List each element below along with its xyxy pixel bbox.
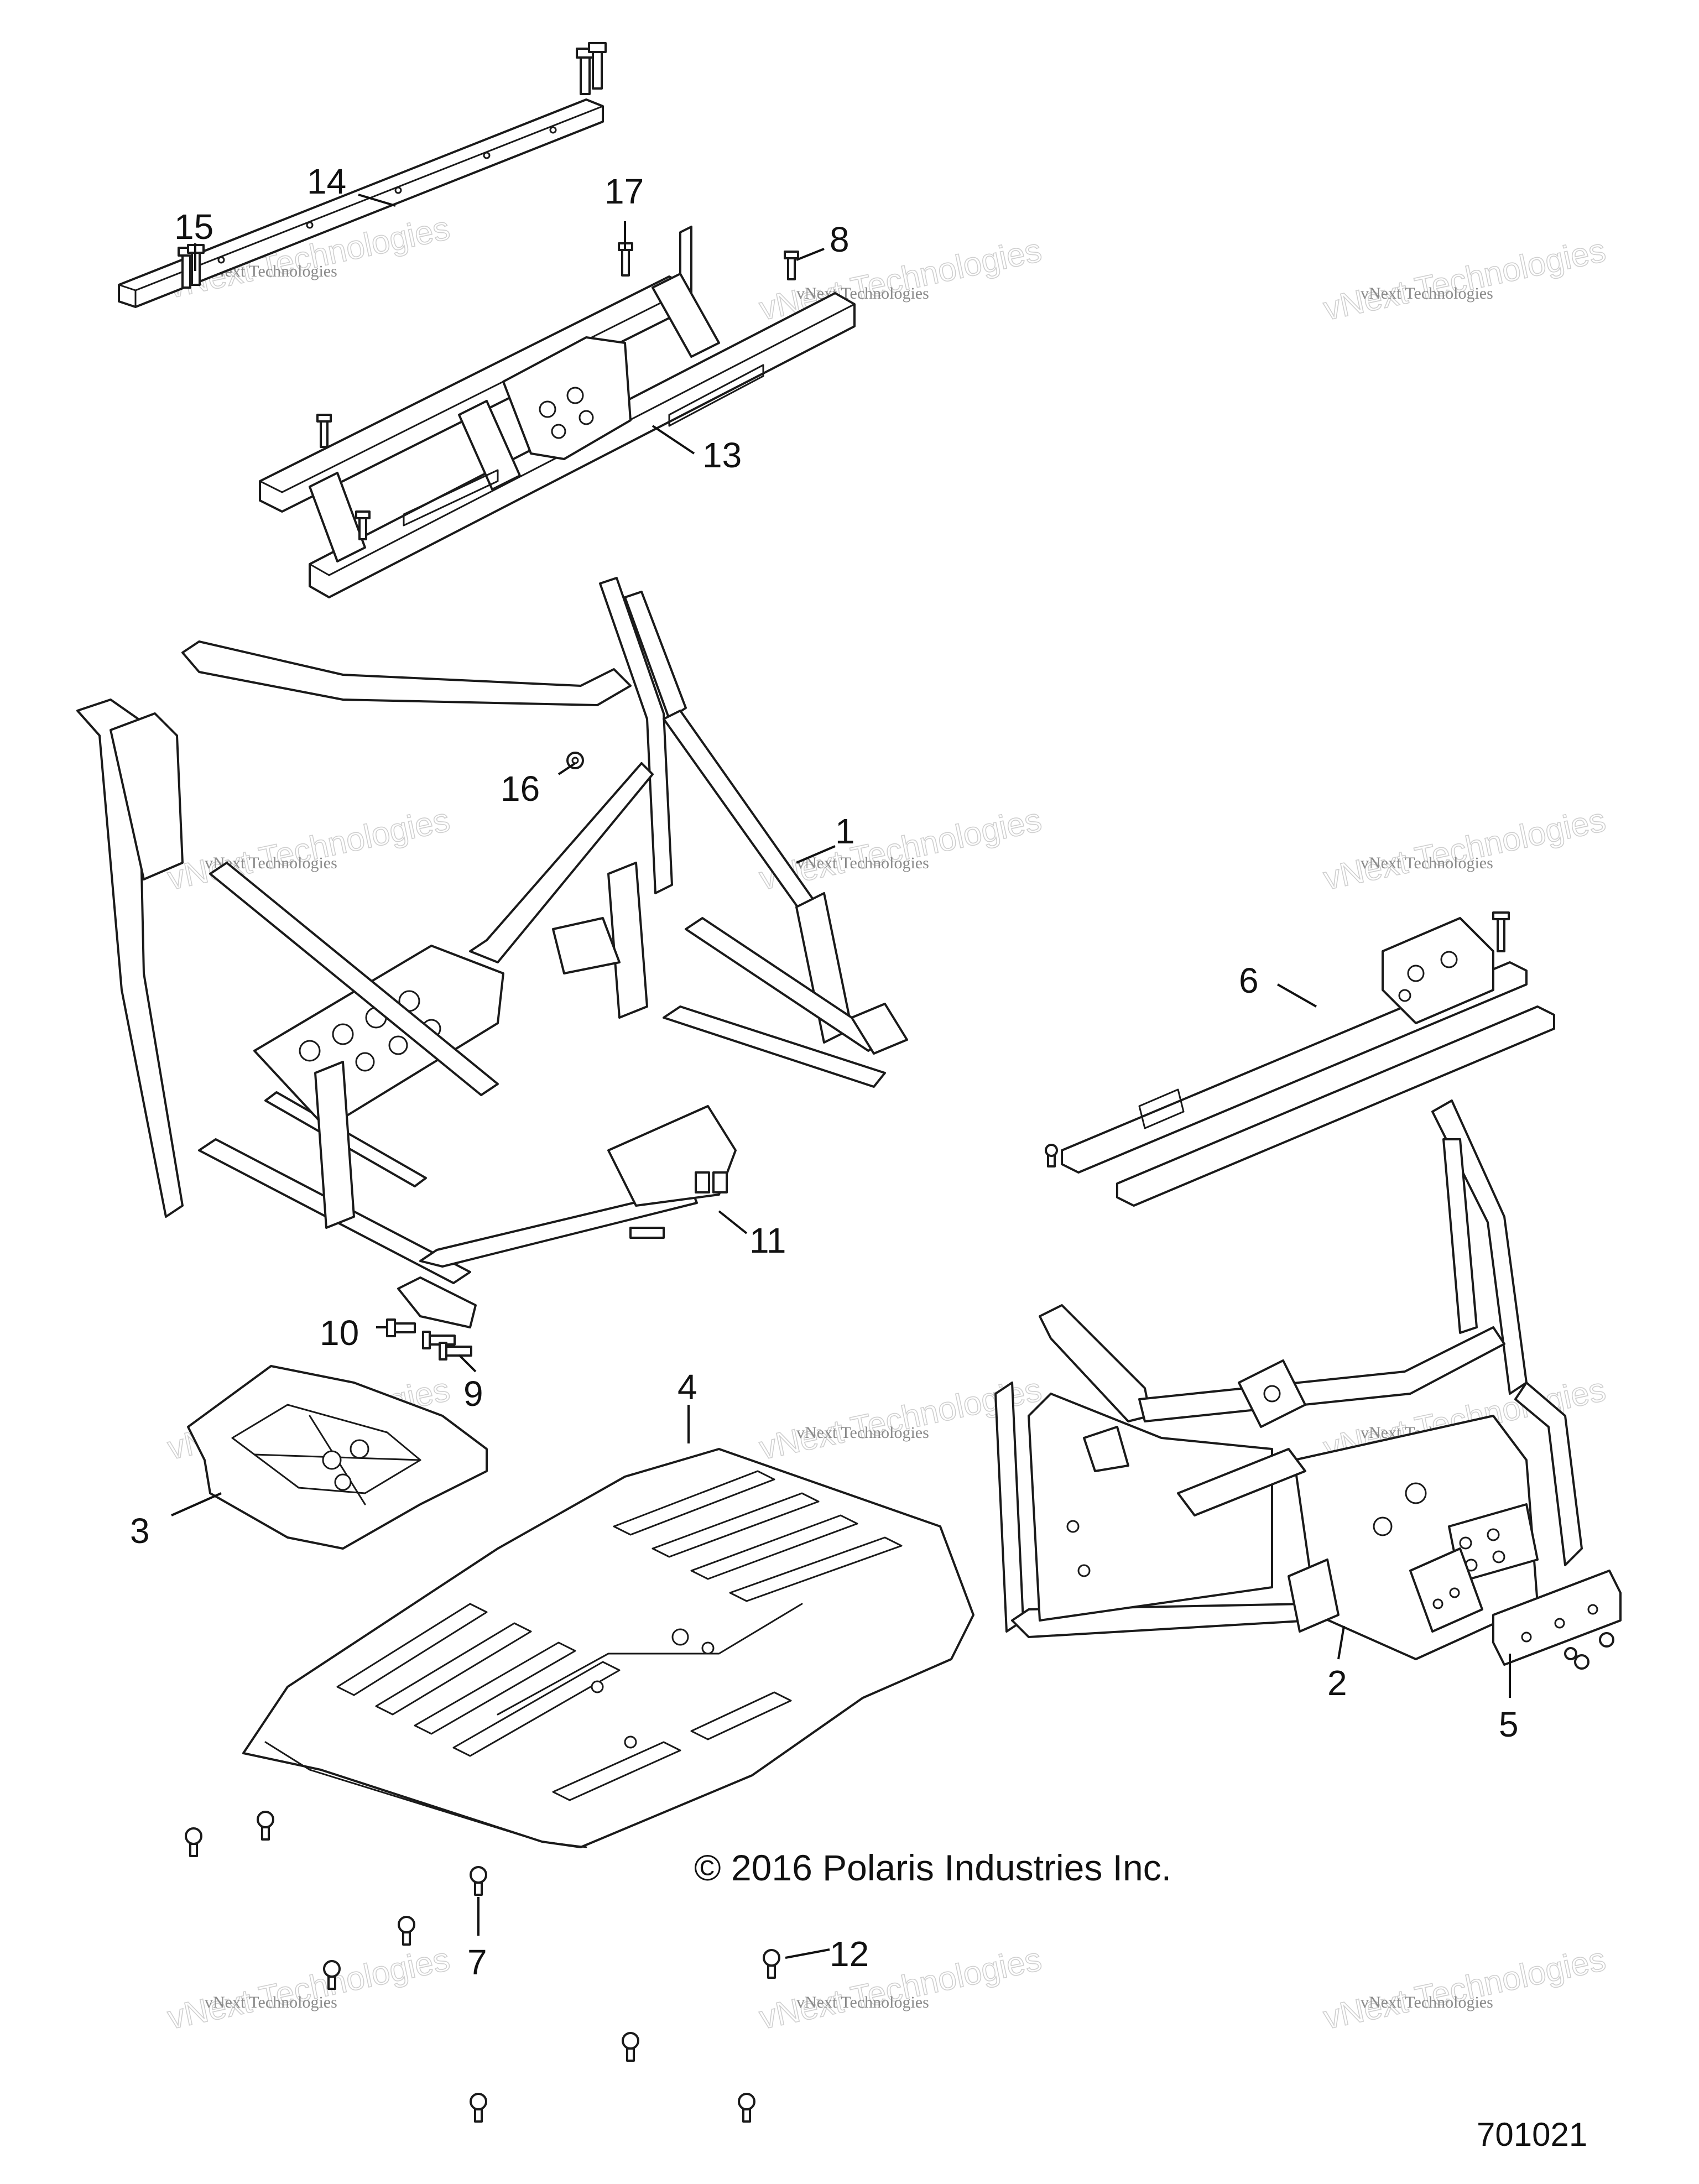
callout-7: 7: [467, 1942, 487, 1982]
svg-text:vNext Technologies: vNext Technologies: [1320, 801, 1609, 896]
svg-text:vNext Technologies: vNext Technologies: [1361, 1993, 1493, 2011]
pin-icon: [185, 1827, 202, 1857]
callout-14: 14: [307, 161, 346, 201]
watermark-top-right: vNext Technologies vNext Technologies: [1320, 231, 1609, 328]
diagram-number: 701021: [1477, 2116, 1587, 2153]
callout-17: 17: [604, 171, 644, 211]
part-1-main-frame: [76, 577, 908, 1328]
pin-icon: [470, 1866, 487, 1896]
callout-5: 5: [1499, 1705, 1519, 1744]
svg-text:vNext Technologies: vNext Technologies: [164, 1940, 453, 2036]
svg-text:vNext Technologies: vNext Technologies: [1361, 284, 1493, 303]
callout-15: 15: [174, 207, 213, 247]
bolt-icon: [629, 1171, 728, 1239]
bolt-icon: [784, 251, 799, 280]
callout-10: 10: [320, 1313, 359, 1353]
pin-icon: [622, 2032, 639, 2062]
svg-text:vNext Technologies: vNext Technologies: [796, 854, 929, 872]
bolt-icon: [316, 414, 332, 448]
part-5-bracket: [1492, 1570, 1622, 1670]
part-3-skid-plate: [187, 1365, 488, 1550]
bolt-icon: [1564, 1632, 1614, 1670]
callout-13: 13: [702, 435, 742, 475]
bolt-icon: [1492, 911, 1510, 952]
svg-text:vNext Technologies: vNext Technologies: [1361, 854, 1493, 872]
bolt-icon: [576, 42, 607, 95]
callout-1: 1: [835, 811, 855, 851]
part-10-bolt: [386, 1318, 416, 1337]
bolt-icon: [1045, 1144, 1058, 1167]
pin-icon: [763, 1949, 780, 1979]
svg-text:vNext Technologies: vNext Technologies: [796, 1424, 929, 1442]
bolt-icon: [355, 510, 371, 540]
bolt-icon: [178, 244, 205, 289]
pin-icon: [738, 2093, 755, 2123]
pin-icon: [323, 1960, 341, 1990]
svg-text:vNext Technologies: vNext Technologies: [796, 1993, 929, 2011]
svg-text:vNext Technologies: vNext Technologies: [205, 1993, 337, 2011]
part-4-floor-plate: [242, 1448, 974, 1848]
part-14-rail: [118, 42, 607, 308]
callout-11: 11: [749, 1221, 786, 1260]
watermark-bottom-right: vNext Technologies vNext Technologies: [1320, 1940, 1609, 2037]
copyright-notice: © 2016 Polaris Industries Inc.: [694, 1847, 1171, 1888]
part-9-bolts: [422, 1331, 472, 1361]
callout-8: 8: [830, 220, 850, 259]
svg-text:vNext Technologies: vNext Technologies: [1320, 1940, 1609, 2036]
part-7-pins: [185, 1811, 780, 2123]
leader-lines: [171, 194, 1511, 1959]
part-13-subframe: [259, 226, 856, 598]
svg-text:vNext Technologies: vNext Technologies: [164, 801, 453, 896]
callout-3: 3: [130, 1511, 150, 1551]
pin-icon: [398, 1916, 415, 1946]
watermark-mid-right: vNext Technologies vNext Technologies: [1320, 801, 1609, 898]
part-6-side-rail: [1045, 911, 1555, 1207]
callout-4: 4: [677, 1367, 697, 1407]
callout-12: 12: [830, 1934, 869, 1974]
watermark-bottom-left: vNext Technologies vNext Technologies: [164, 1940, 453, 2037]
callout-6: 6: [1239, 961, 1259, 1000]
callout-16: 16: [501, 769, 540, 809]
part-2-front-frame: [994, 1099, 1583, 1660]
callout-9: 9: [463, 1374, 483, 1414]
svg-text:vNext Technologies: vNext Technologies: [1320, 231, 1609, 327]
pin-icon: [470, 2093, 487, 2123]
watermark-mid-left: vNext Technologies vNext Technologies: [164, 801, 453, 898]
pin-icon: [257, 1811, 274, 1841]
svg-text:vNext Technologies: vNext Technologies: [796, 284, 929, 303]
callout-2: 2: [1327, 1663, 1347, 1703]
